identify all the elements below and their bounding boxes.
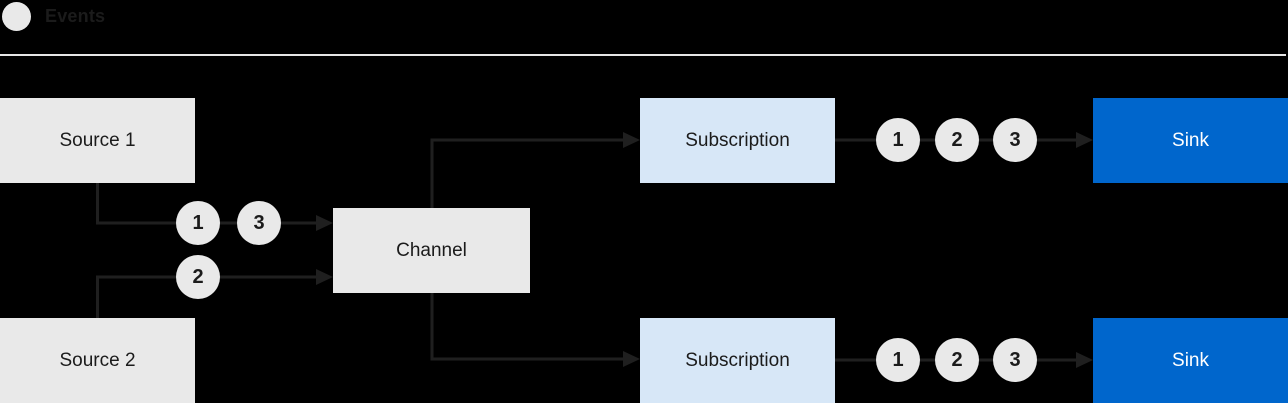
event-circle: 1 (176, 201, 220, 245)
node-source-1-label: Source 1 (59, 129, 136, 151)
node-subscription-bottom-label: Subscription (685, 349, 790, 371)
connector-source2-to-channel (96, 275, 318, 318)
arrowhead-subscription-bottom-to-sink (1076, 352, 1093, 368)
node-sink-bottom-label: Sink (1172, 349, 1209, 371)
node-channel-label: Channel (396, 239, 467, 261)
event-circle: 1 (876, 118, 920, 162)
arrowhead-channel-to-subscription-bottom (623, 351, 640, 367)
connector-channel-to-subscription-bottom (430, 293, 625, 361)
node-subscription-top: Subscription (640, 98, 835, 183)
events-legend-icon (2, 2, 31, 31)
legend-separator-line (0, 54, 1286, 56)
node-source-2-label: Source 2 (59, 349, 136, 371)
node-channel: Channel (333, 208, 530, 293)
node-sink-top: Sink (1093, 98, 1288, 183)
node-sink-top-label: Sink (1172, 129, 1209, 151)
events-legend-label: Events (45, 6, 106, 26)
arrowhead-source2-to-channel (316, 269, 333, 285)
node-source-2: Source 2 (0, 318, 195, 403)
event-circle: 3 (993, 118, 1037, 162)
event-circle: 2 (935, 118, 979, 162)
event-circle: 3 (993, 338, 1037, 382)
arrowhead-channel-to-subscription-top (623, 132, 640, 148)
node-source-1: Source 1 (0, 98, 195, 183)
event-circle: 3 (237, 201, 281, 245)
node-subscription-bottom: Subscription (640, 318, 835, 403)
connector-channel-to-subscription-top (430, 138, 625, 208)
event-circle: 1 (876, 338, 920, 382)
event-circle: 2 (176, 255, 220, 299)
node-sink-bottom: Sink (1093, 318, 1288, 403)
node-subscription-top-label: Subscription (685, 129, 790, 151)
arrowhead-source1-to-channel (316, 215, 333, 231)
arrowhead-subscription-top-to-sink (1076, 132, 1093, 148)
event-circle: 2 (935, 338, 979, 382)
